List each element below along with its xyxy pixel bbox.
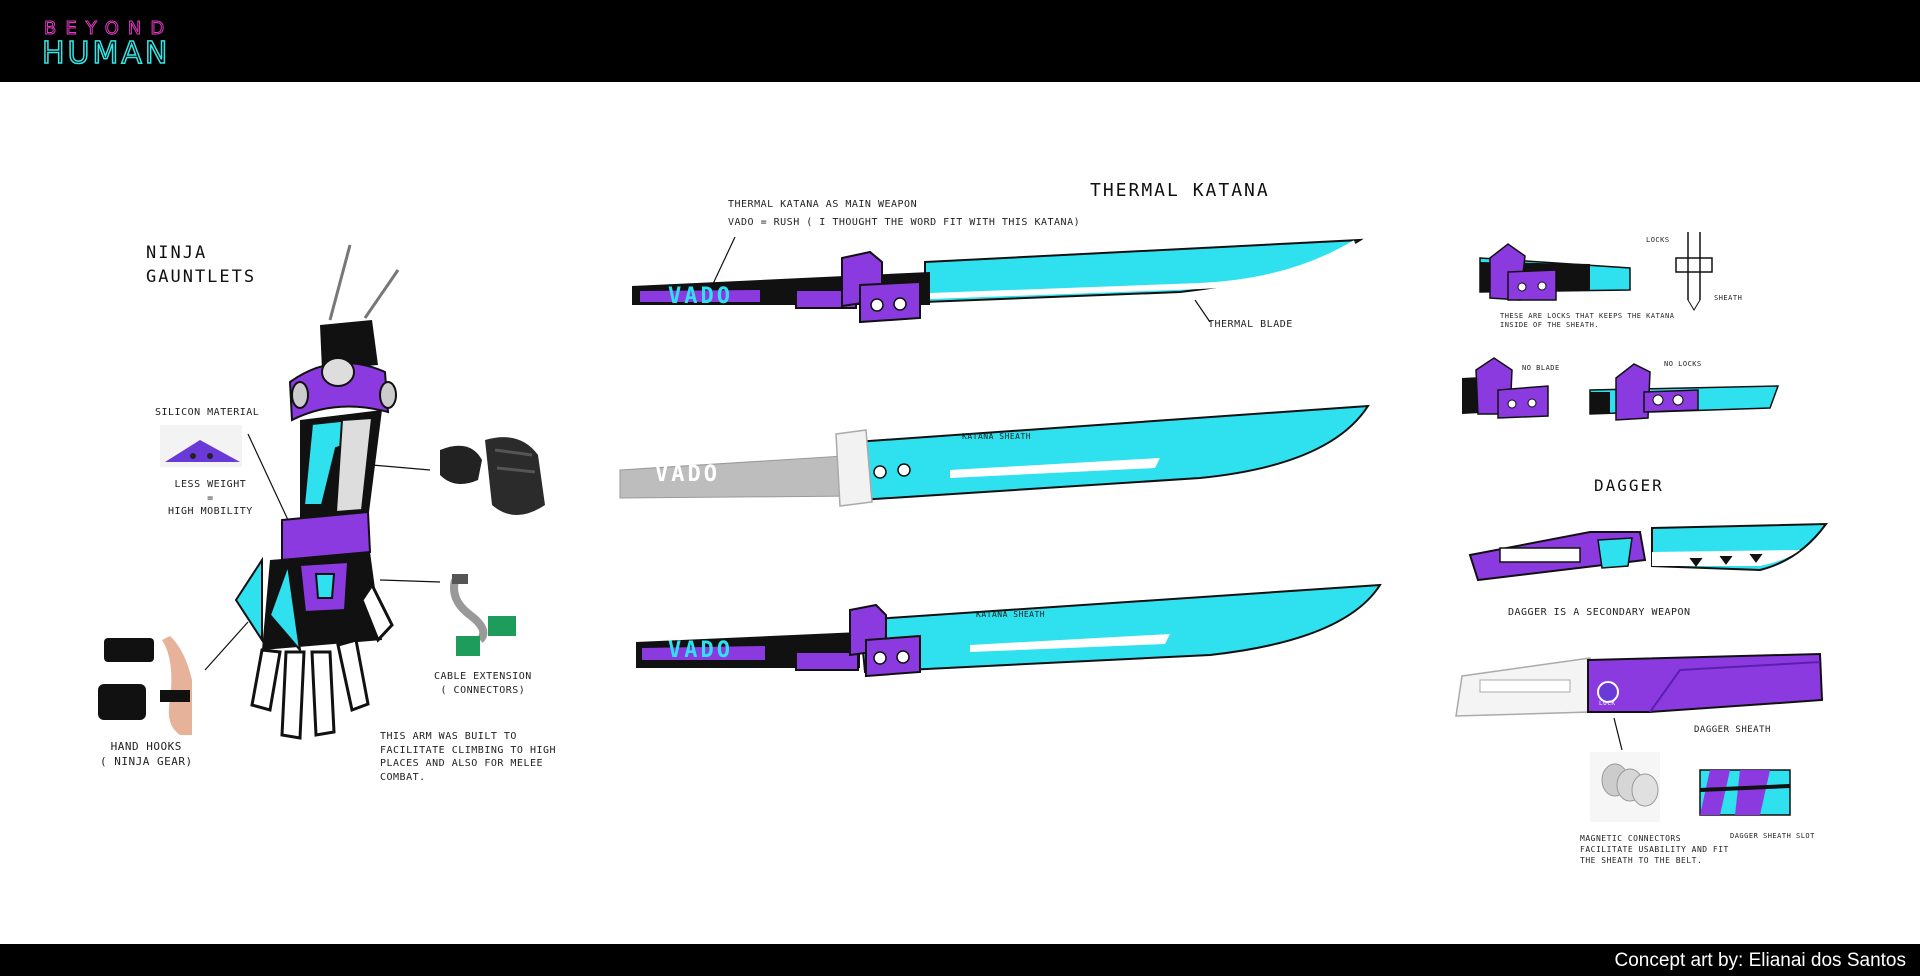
cable-label: Cable extension ( connectors) (434, 671, 532, 696)
katana-1-handle-text: VADO (668, 284, 733, 309)
dagger-secondary-note: Dagger is a secondary weapon (1508, 607, 1691, 618)
gauntlet-drawing (204, 244, 441, 740)
sheath-label-2: Katana sheath (976, 610, 1046, 619)
vado-note: Vado = rush ( I thought the word fit wit… (728, 217, 1081, 228)
silicon-swatch (160, 425, 242, 467)
silicon-label: Silicon material (155, 407, 260, 418)
hooks-label: Hand hooks ( ninja gear) (100, 740, 193, 768)
sheath-detail-label: Sheath (1714, 294, 1743, 302)
weight-note: Less weight = High mobility (168, 479, 253, 517)
katana-title: Thermal Katana (1090, 180, 1270, 201)
katana-1-drawing (632, 238, 1364, 324)
katana-2-handle-text: VADO (655, 462, 720, 487)
lock-detail-drawings (1462, 232, 1780, 421)
locks-note: These are locks that keeps the katana in… (1500, 312, 1675, 330)
locks-label: Locks (1646, 236, 1670, 244)
dagger-drawing (1468, 522, 1828, 582)
no-locks-label: No locks (1664, 360, 1702, 368)
concept-art-illustration (98, 232, 1828, 822)
logo-human: HUMAN (41, 35, 171, 72)
arm-note: This arm was built to facilitate climbin… (380, 731, 557, 783)
sheath-label-1: Katana sheath (962, 432, 1032, 441)
magnet-photo (1590, 752, 1660, 822)
gauntlets-title: Ninja Gauntlets (146, 243, 257, 287)
thermal-blade-label: Thermal blade (1208, 319, 1293, 330)
no-blade-label: No blade (1522, 364, 1560, 372)
katana-2-drawing (619, 404, 1370, 507)
hand-hooks-photo (98, 636, 192, 735)
footer-bar: Concept art by: Elianai dos Santos (0, 944, 1920, 976)
cable-photo (450, 574, 516, 656)
header-bar: BEYOND HUMAN (0, 0, 1920, 82)
logo-beyond: BEYOND (43, 18, 174, 40)
dagger-sheath-drawing (1455, 652, 1824, 717)
credit-text: Concept art by: Elianai dos Santos (1614, 950, 1906, 971)
dagger-sheath-label: Dagger sheath (1694, 725, 1771, 735)
katana-3-handle-text: VADO (668, 638, 733, 663)
katana-main-note: Thermal katana as main weapon (728, 199, 918, 210)
katana-3-drawing (636, 583, 1382, 678)
dagger-title: Dagger (1594, 476, 1664, 495)
dagger-lock-label: Lock (1599, 700, 1616, 707)
gloves-photo (440, 437, 545, 515)
magnet-note: Magnetic connectors facilitate usability… (1580, 834, 1729, 865)
sheath-slot-label: Dagger sheath slot (1730, 832, 1815, 840)
belt-slot-drawing (1699, 769, 1791, 816)
